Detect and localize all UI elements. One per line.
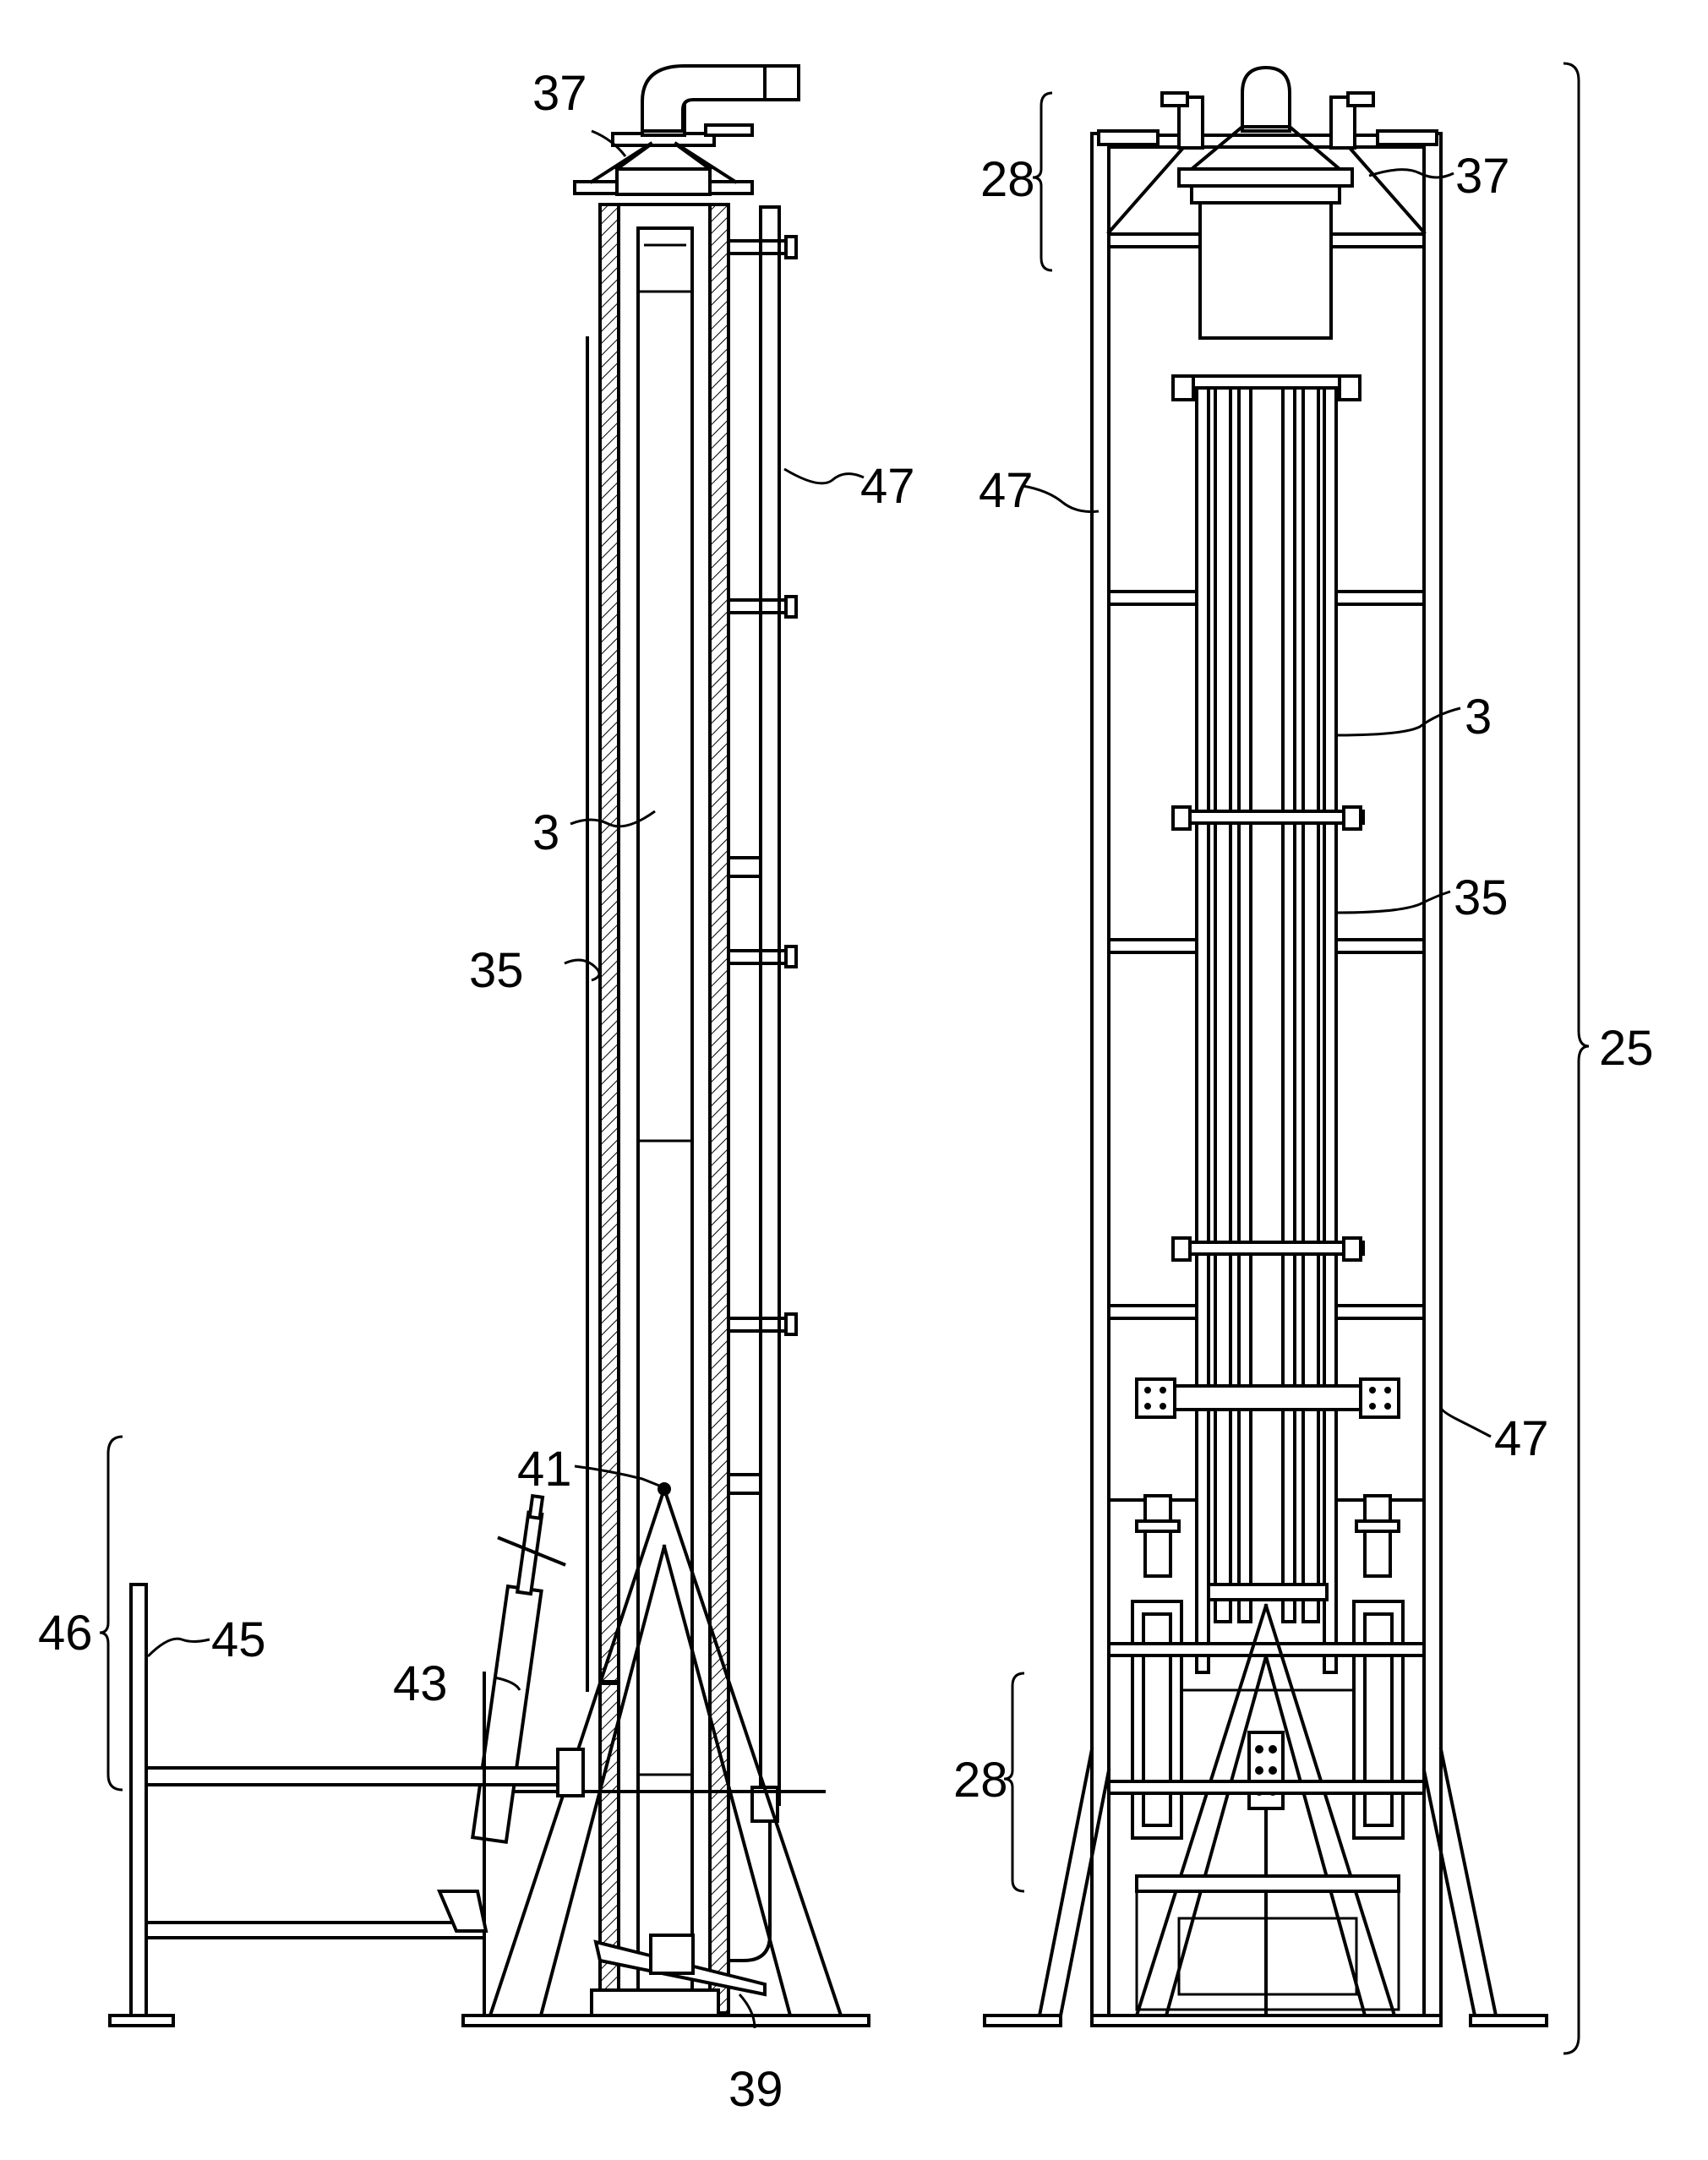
housing-35-right-wall xyxy=(710,205,728,2013)
label-46: 46 xyxy=(38,1606,93,1661)
label-47-right-upper: 47 xyxy=(979,463,1034,518)
right-top-head-37 xyxy=(1162,68,1373,338)
label-47-left: 47 xyxy=(860,459,915,514)
label-37-right: 37 xyxy=(1455,149,1510,204)
label-45: 45 xyxy=(211,1612,266,1667)
post-47-right xyxy=(1424,134,1441,2018)
post-47-left xyxy=(1092,134,1109,2018)
left-view xyxy=(110,66,869,2026)
label-47-right-lower: 47 xyxy=(1494,1411,1549,1466)
label-43: 43 xyxy=(393,1656,448,1711)
label-28-bottom: 28 xyxy=(953,1753,1008,1808)
label-35-right: 35 xyxy=(1454,870,1509,925)
housing-35-left-wall xyxy=(600,205,619,1683)
label-28-top: 28 xyxy=(980,152,1035,207)
label-25: 25 xyxy=(1599,1021,1654,1076)
column-3 xyxy=(638,228,692,2003)
top-head-37 xyxy=(575,66,799,194)
label-3-left: 3 xyxy=(532,805,559,860)
label-37-left: 37 xyxy=(532,66,587,121)
label-3-right: 3 xyxy=(1465,690,1492,745)
right-view xyxy=(985,68,1547,2026)
label-35-left: 35 xyxy=(469,943,524,998)
label-41: 41 xyxy=(517,1442,572,1497)
right-rungs xyxy=(1109,592,1424,1500)
right-column-3 xyxy=(1173,376,1360,1672)
label-39: 39 xyxy=(728,2062,783,2117)
labels: 37 47 3 35 41 43 45 46 39 28 37 47 3 35 … xyxy=(38,66,1654,2117)
